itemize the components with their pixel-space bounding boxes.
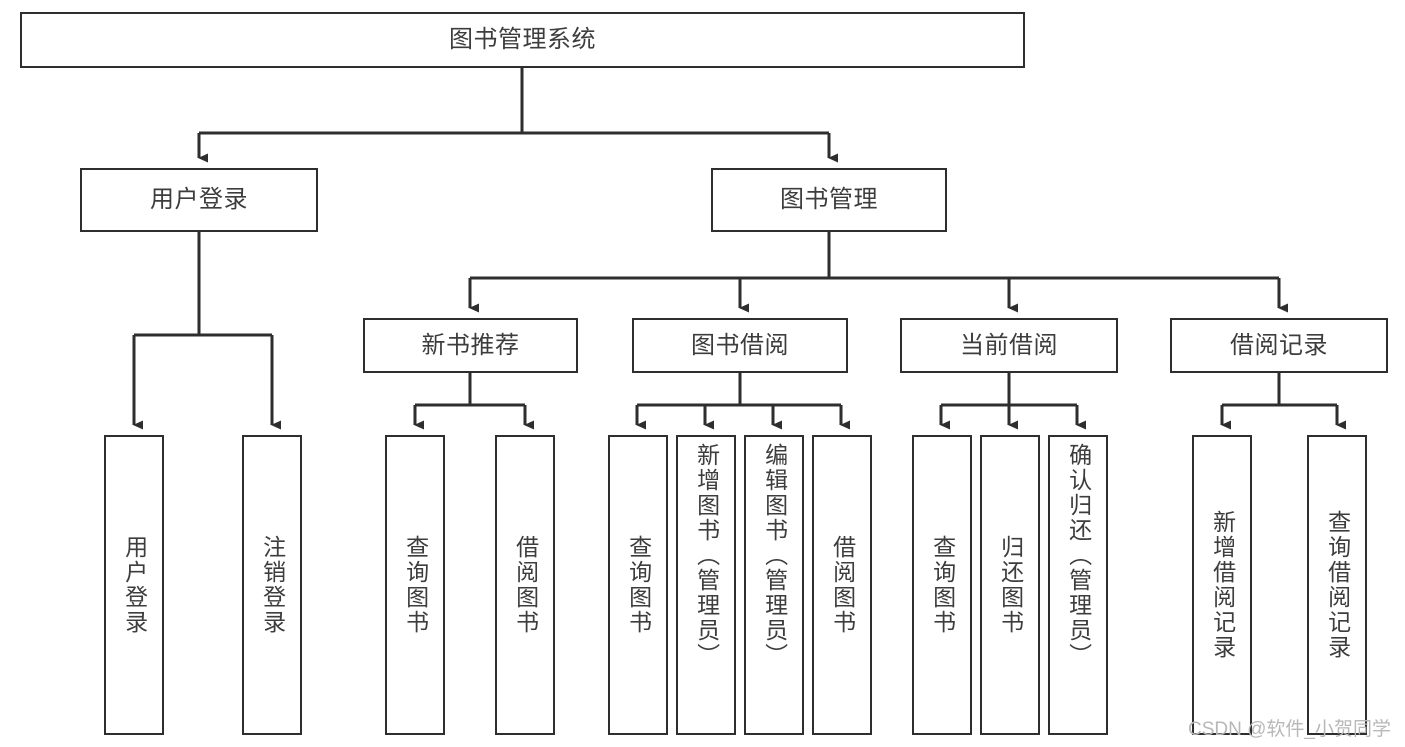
- leaf-borrow-record-add-record[interactable]: 新增借阅记录: [1192, 435, 1252, 735]
- node-label: 当前借阅: [960, 331, 1058, 359]
- node-label: 借阅图书: [512, 535, 539, 635]
- node-label: 新书推荐: [421, 331, 520, 359]
- node-label: 新增借阅记录: [1209, 510, 1236, 660]
- node-label: 查询图书: [929, 535, 956, 635]
- node-label: 图书借阅: [691, 331, 789, 359]
- node-current-borrow[interactable]: 当前借阅: [900, 318, 1118, 373]
- leaf-book-borrow-add-book-admin[interactable]: 新增图书（管理员）: [676, 435, 736, 735]
- node-new-book-recommend[interactable]: 新书推荐: [363, 318, 578, 373]
- node-label: 归还图书: [997, 535, 1024, 635]
- node-label: 查询图书: [402, 535, 429, 635]
- node-label: 用户登录: [121, 535, 148, 635]
- leaf-new-book-query-book[interactable]: 查询图书: [385, 435, 445, 735]
- node-label: 借阅图书: [829, 535, 856, 635]
- leaf-current-borrow-confirm-return-admin[interactable]: 确认归还（管理员）: [1048, 435, 1108, 735]
- leaf-user-login-logout[interactable]: 注销登录: [242, 435, 302, 735]
- node-borrow-record[interactable]: 借阅记录: [1170, 318, 1388, 373]
- node-label: 用户登录: [150, 186, 248, 214]
- leaf-user-login-login[interactable]: 用户登录: [104, 435, 164, 735]
- node-book-management[interactable]: 图书管理: [711, 168, 947, 232]
- leaf-current-borrow-query-book[interactable]: 查询图书: [912, 435, 972, 735]
- node-label: 图书管理系统: [449, 26, 596, 54]
- leaf-current-borrow-return-book[interactable]: 归还图书: [980, 435, 1040, 735]
- node-label: 查询图书: [625, 535, 652, 635]
- node-label: 编辑图书（管理员）: [761, 443, 788, 668]
- leaf-book-borrow-query-book[interactable]: 查询图书: [608, 435, 668, 735]
- node-book-borrow[interactable]: 图书借阅: [632, 318, 848, 373]
- node-root-book-management-system[interactable]: 图书管理系统: [20, 12, 1025, 68]
- node-label: 新增图书（管理员）: [693, 443, 720, 668]
- node-label: 注销登录: [259, 535, 286, 635]
- leaf-book-borrow-borrow-book[interactable]: 借阅图书: [812, 435, 872, 735]
- leaf-new-book-borrow-book[interactable]: 借阅图书: [495, 435, 555, 735]
- leaf-book-borrow-edit-book-admin[interactable]: 编辑图书（管理员）: [744, 435, 804, 735]
- node-label: 图书管理: [780, 186, 878, 214]
- node-label: 确认归还（管理员）: [1065, 443, 1092, 668]
- node-user-login[interactable]: 用户登录: [80, 168, 318, 232]
- leaf-borrow-record-query-record[interactable]: 查询借阅记录: [1307, 435, 1367, 735]
- node-label: 查询借阅记录: [1324, 510, 1351, 660]
- node-label: 借阅记录: [1230, 331, 1328, 359]
